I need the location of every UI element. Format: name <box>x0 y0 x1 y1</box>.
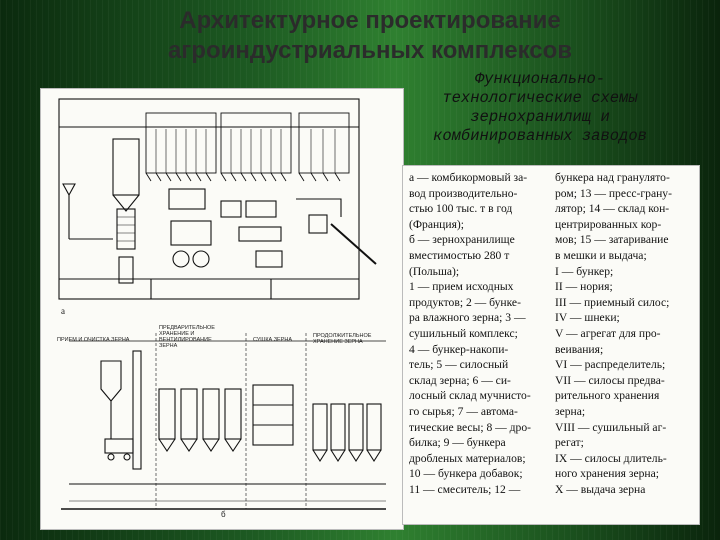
caption-a: а <box>61 306 65 316</box>
legend-panel: а — комбикормовый за- вод производительн… <box>402 165 700 525</box>
caption-sushka: СУШКА ЗЕРНА <box>253 337 293 343</box>
slide-title: Архитектурное проектирование агроиндустр… <box>167 7 573 64</box>
legend-column-1: а — комбикормовый за- вод производительн… <box>409 171 532 496</box>
scheme-drawing: а <box>58 98 386 510</box>
caption-b: б <box>221 510 226 519</box>
caption-dolgo: ПРОДОЛЖИТЕЛЬНОЕ ХРАНЕНИЕ ЗЕРНА <box>313 333 372 345</box>
slide-subtitle: Функционально-технологические схемы зерн… <box>433 70 647 145</box>
caption-predvar: ПРЕДВАРИТЕЛЬНОЕ ХРАНЕНИЕ И ВЕНТИЛИРОВАНИ… <box>159 325 215 349</box>
scheme-figure: а ПРИЕМ И ОЧИСТКА ЗЕРНА ПРЕДВАРИТЕЛЬНОЕ … <box>40 88 404 530</box>
caption-priem: ПРИЕМ И ОЧИСТКА ЗЕРНА <box>57 337 130 343</box>
legend-column-2: бункера над гранулято- ром; 13 — пресс-г… <box>555 171 672 496</box>
